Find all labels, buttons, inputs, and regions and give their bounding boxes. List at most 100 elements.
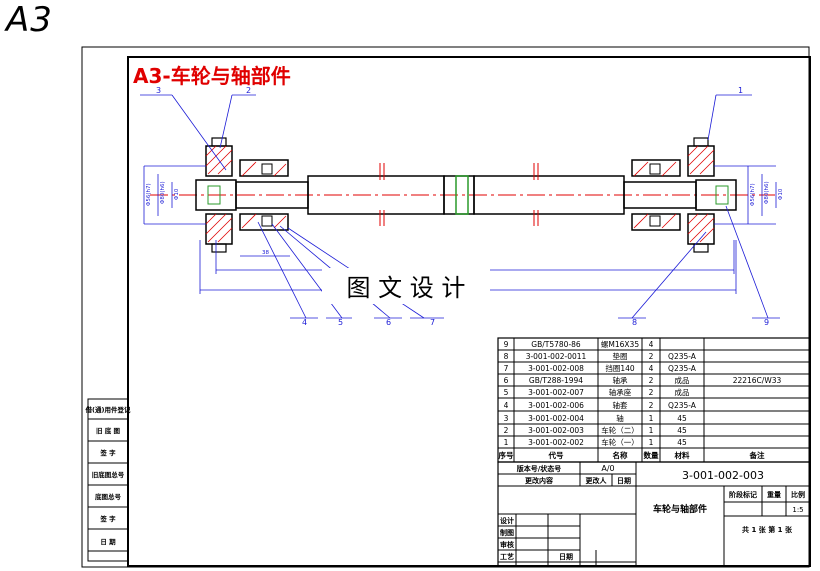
tb-draw-label: 制图 [500, 528, 514, 537]
bom-cell: 3-001-002-006 [528, 401, 584, 410]
tb-check-label: 审核 [500, 540, 514, 549]
bom-header-cell: 数量 [644, 450, 659, 460]
bom-cell: GB/T5780-86 [531, 340, 581, 349]
tb-changer-label: 更改人 [586, 476, 608, 485]
bom-cell: 3-001-002-007 [528, 388, 584, 397]
bom-cell: 6 [504, 376, 509, 385]
bom-cell: 9 [504, 340, 509, 349]
balloon: 9 [764, 318, 769, 327]
tb-sheets-text: 共 1 张 第 1 张 [742, 525, 793, 534]
side-label: 借(通)用件登记 [85, 405, 131, 414]
bom-cell: 2 [649, 401, 654, 410]
bom-cell: 车轮（一） [601, 437, 639, 447]
tb-design-label: 设计 [500, 516, 514, 525]
side-label: 旧底图总号 [92, 470, 125, 479]
bom-cell: 3-001-002-008 [528, 364, 584, 373]
drawing-title: A3-车轮与轴部件 [133, 64, 291, 88]
dimension-label: Φ10 [778, 188, 784, 200]
bom-cell: 轴承 [613, 375, 628, 385]
bom-cell: 1 [649, 438, 654, 447]
outer-frame [81, 46, 810, 568]
side-label: 签 字 [99, 514, 116, 523]
tb-weight-label: 重量 [767, 490, 781, 499]
tb-change-label: 更改内容 [525, 476, 553, 485]
balloon: 6 [386, 318, 391, 327]
tb-version-label: 版本号/状态号 [517, 464, 562, 473]
title-block [497, 461, 811, 567]
bom-cell: 45 [677, 438, 687, 447]
tb-version-value: A/0 [601, 464, 614, 473]
bom-cell: 7 [504, 364, 509, 373]
side-label: 日 期 [100, 537, 116, 546]
balloon: 3 [156, 86, 161, 95]
bom-cell: 1 [649, 414, 654, 423]
bom-cell: 3 [504, 414, 509, 423]
bom-cell: 螺M16X35 [601, 339, 639, 349]
dimension-label: 38 [262, 250, 269, 256]
side-label: 底图总号 [95, 492, 122, 501]
dimension-label: Φ10 [174, 188, 180, 200]
right-bearing-housing [631, 159, 681, 231]
bom-cell: 5 [504, 388, 509, 397]
tb-stage-label: 阶段标记 [729, 490, 757, 499]
bom-cell: 2 [504, 426, 509, 435]
bom-cell: 3-001-002-0011 [526, 352, 587, 361]
side-registration-box: 借(通)用件登记 旧 底 图 签 字 旧底图总号 底图总号 签 字 日 期 [85, 398, 131, 562]
bom-cell: 8 [504, 352, 509, 361]
watermark-text: 图 文 设 计 [347, 274, 466, 302]
balloon: 1 [738, 86, 743, 95]
bom-header-cell: 代号 [548, 450, 564, 460]
bom-cell: 45 [677, 426, 687, 435]
dimension-label: Φ80(h6) [160, 181, 166, 204]
balloon: 8 [632, 318, 637, 327]
balloon: 7 [430, 318, 435, 327]
side-label: 签 字 [99, 448, 116, 457]
bom-cell: 4 [649, 364, 654, 373]
bom-header-cell: 名称 [613, 450, 628, 460]
bom-cell: 车轮（二） [601, 425, 639, 435]
bom-cell: 45 [677, 414, 687, 423]
tb-drawing-number: 3-001-002-003 [682, 469, 764, 482]
dimension-label: Φ56(h7) [750, 183, 756, 206]
balloon: 2 [246, 86, 251, 95]
right-wheel [687, 137, 715, 253]
bom-cell: 2 [649, 388, 654, 397]
bom-header-cell: 备注 [749, 450, 765, 460]
tb-date2-label: 日期 [559, 552, 573, 561]
bom-cell: 1 [649, 426, 654, 435]
bom-cell: 2 [649, 376, 654, 385]
tb-part-name: 车轮与轴部件 [653, 503, 707, 515]
bom-cell: 22216C/W33 [733, 376, 782, 385]
bom-cell: 4 [649, 340, 654, 349]
shaft-assembly [140, 94, 780, 319]
bom-cell: 3-001-002-004 [528, 414, 584, 423]
left-wheel [205, 137, 233, 253]
bom-cell: 3-001-002-002 [528, 438, 584, 447]
left-bearing-housing [239, 159, 289, 231]
bom-cell: 3-001-002-003 [528, 426, 584, 435]
bom-cell: 2 [649, 352, 654, 361]
bom-cell: Q235-A [668, 364, 697, 373]
inner-frame [127, 56, 811, 567]
balloon: 4 [302, 318, 307, 327]
tb-date-label: 日期 [617, 476, 631, 485]
tb-scale-value: 1:5 [792, 506, 803, 514]
bom-cell: 4 [504, 401, 509, 410]
bom-header-cell: 材料 [675, 450, 690, 460]
tb-process-label: 工艺 [500, 552, 514, 561]
bom-cell: GB/T288-1994 [529, 376, 583, 385]
bom-cell: Q235-A [668, 401, 697, 410]
bom-header-cell: 序号 [499, 450, 514, 460]
tb-scale-label: 比例 [791, 490, 805, 499]
bom-cell: 轴 [616, 413, 624, 423]
dimension-label: Φ80(h6) [764, 181, 770, 204]
dimension-label: Φ56(h7) [146, 183, 152, 206]
bom-cell: 垫圈 [613, 351, 628, 361]
bom-cell: 成品 [675, 375, 690, 385]
bom-cell: 轴承座 [609, 387, 632, 397]
bom-cell: 1 [504, 438, 509, 447]
sheet-size-label: A3 [6, 0, 53, 40]
bom-cell: 轴套 [613, 400, 628, 410]
